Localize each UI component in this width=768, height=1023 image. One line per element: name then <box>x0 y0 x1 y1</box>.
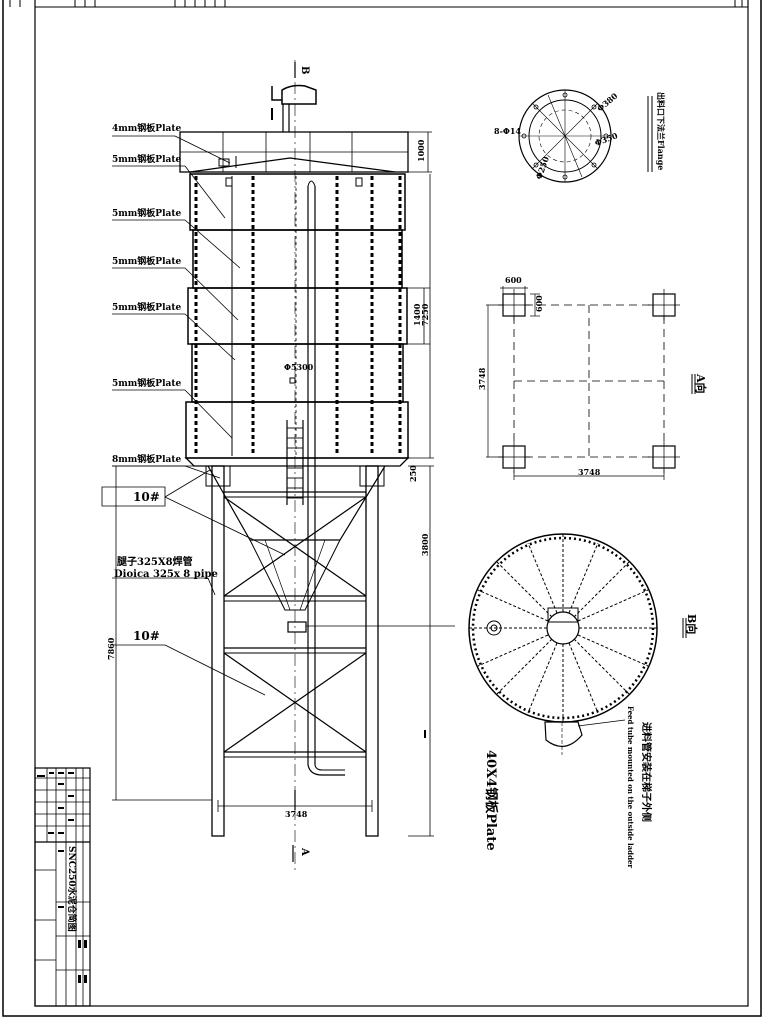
plate-label-bottom: 8mm钢板Plate <box>112 453 181 465</box>
silo-elevation <box>179 60 410 870</box>
foundation-plan <box>486 286 696 480</box>
dim-3800: 3800 <box>420 533 430 556</box>
beam-label-lower: 10# <box>133 629 160 643</box>
plate-label-3: 5mm钢板Plate <box>112 255 181 267</box>
flange-holes: 8-Φ14 <box>494 126 521 136</box>
plate-label-top: 4mm钢板Plate <box>112 122 181 134</box>
dim-1400: 1400 <box>412 303 422 326</box>
dim-1000: 1000 <box>416 139 426 162</box>
inner-border <box>34 0 749 1007</box>
view-a-label: A向 <box>694 373 708 394</box>
dim-250: 250 <box>408 465 418 482</box>
beam-label-upper: 10# <box>133 490 160 504</box>
found-600b: 600 <box>534 295 544 312</box>
feed-tube-cn: 进料管安装在梯子外侧 <box>640 722 653 822</box>
dim-3748-elev: 3748 <box>285 809 308 819</box>
top-view-text: B向 进料管安装在梯子外侧 Feed tube mounted on the o… <box>483 614 699 868</box>
plate-label-5: 5mm钢板Plate <box>112 377 181 389</box>
silo-label-group: 4mm钢板Plate 5mm钢板Plate 5mm钢板Plate 5mm钢板Pl… <box>112 122 314 643</box>
dim-7250: 7250 <box>420 303 430 326</box>
drawing-name: SNC250水泥仓简图 <box>66 846 78 932</box>
found-3748-bottom: 3748 <box>578 467 601 477</box>
view-b-label: B向 <box>685 614 699 634</box>
diameter-label: Φ5300 <box>284 362 314 372</box>
plate-40x4: 40X4钢板Plate <box>483 750 499 851</box>
leg-label-en: Dioica 325x 8 pipe <box>114 569 218 580</box>
found-3748-side: 3748 <box>477 367 487 390</box>
title-block <box>34 767 91 1007</box>
plate-label-1: 5mm钢板Plate <box>112 153 181 165</box>
section-b-top: B <box>299 66 310 74</box>
top-strip <box>9 0 748 8</box>
elevation-dim-text: 1000 1400 7250 250 3800 7860 3748 <box>106 139 430 819</box>
title-block-text: SNC250水泥仓简图 <box>37 772 87 983</box>
plate-label-2: 5mm钢板Plate <box>112 207 181 219</box>
plate-label-4: 5mm钢板Plate <box>112 301 181 313</box>
label-leaders <box>101 135 286 696</box>
top-view <box>468 533 687 755</box>
flange-detail <box>518 89 653 183</box>
elevation-dimensions <box>112 131 455 837</box>
section-marks: B A <box>299 66 310 856</box>
dim-7860: 7860 <box>106 637 116 660</box>
feed-tube-en: Feed tube mounted on the outside ladder <box>626 706 635 868</box>
foundation-text: 600 600 3748 3748 A向 <box>477 275 708 477</box>
found-600a: 600 <box>505 275 522 285</box>
flange-title: 出料口下法兰Flange <box>656 92 666 170</box>
section-a-bottom: A <box>299 847 310 856</box>
leg-label-cn: 腿子325X8焊管 <box>117 555 193 568</box>
